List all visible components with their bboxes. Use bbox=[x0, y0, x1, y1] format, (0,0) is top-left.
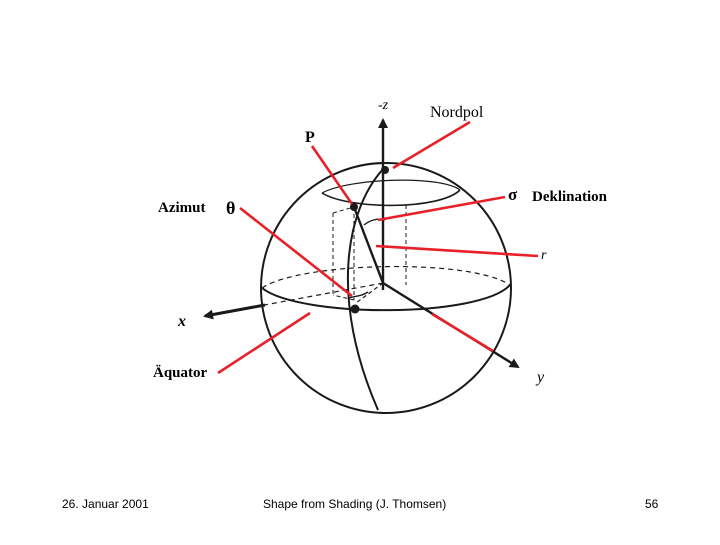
r-pointer bbox=[375, 244, 539, 258]
equator-back bbox=[261, 265, 511, 289]
x-axis bbox=[204, 282, 384, 317]
meridian bbox=[347, 167, 385, 411]
y-pointer bbox=[431, 312, 494, 353]
sigma-symbol: σ bbox=[508, 185, 518, 204]
radius-vector bbox=[352, 206, 385, 284]
equator-front bbox=[261, 284, 511, 312]
annotation-lines bbox=[217, 120, 539, 375]
latitude-circle-back bbox=[321, 179, 461, 194]
deklination-label: Deklination bbox=[532, 189, 608, 205]
nordpol-label: Nordpol bbox=[430, 104, 484, 121]
latitude-circle-front bbox=[321, 189, 461, 207]
p-label: P bbox=[305, 129, 315, 146]
deklination-pointer bbox=[377, 195, 506, 222]
p-pointer bbox=[310, 145, 354, 205]
azimuth-arc bbox=[347, 291, 369, 299]
r-label: r bbox=[541, 248, 547, 263]
azimut-label: Azimut bbox=[158, 200, 206, 216]
neg-z-label: -z bbox=[378, 98, 389, 113]
footer-date: 26. Januar 2001 bbox=[62, 497, 149, 511]
point-equator bbox=[350, 304, 360, 314]
theta-symbol: θ bbox=[226, 198, 235, 218]
point-nordpol bbox=[381, 166, 389, 174]
sphere-outline bbox=[260, 162, 512, 414]
aequator-pointer bbox=[217, 311, 311, 375]
footer-page-number: 56 bbox=[645, 497, 659, 511]
x-label: x bbox=[177, 313, 186, 330]
projection-foot bbox=[355, 282, 384, 304]
footer-title: Shape from Shading (J. Thomsen) bbox=[263, 497, 447, 511]
point-p bbox=[350, 203, 358, 211]
azimut-pointer bbox=[239, 206, 353, 298]
nordpol-pointer bbox=[392, 120, 471, 170]
aequator-label: Äquator bbox=[153, 365, 208, 381]
x-axis-visible bbox=[203, 303, 266, 320]
y-label: y bbox=[535, 369, 545, 386]
